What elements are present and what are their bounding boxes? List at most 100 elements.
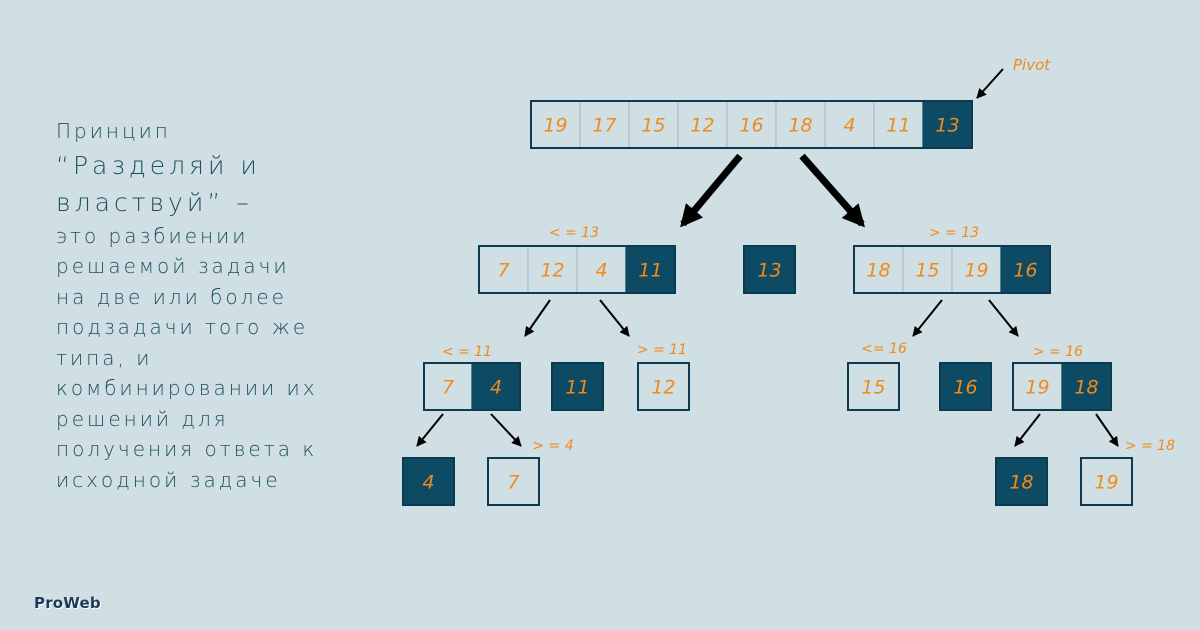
cell-value: 16: [953, 377, 977, 399]
split-arrow: [416, 413, 444, 447]
intro-line: на две или более: [56, 284, 287, 309]
array-ll-right: 7: [487, 457, 540, 506]
cell-value: 19: [964, 260, 988, 282]
intro-line: решаемой задачи: [56, 254, 290, 278]
cell-value: 12: [651, 377, 675, 399]
intro-line: решений для: [56, 406, 229, 431]
cell-value: 13: [757, 260, 781, 282]
cell-value: 11: [638, 260, 662, 282]
array-mid-13: 13: [743, 245, 796, 294]
array-border: [551, 362, 604, 411]
intro-line: подзадачи того же: [56, 315, 309, 339]
condition-label-le-16: <= 16: [861, 341, 907, 357]
array-border: [487, 457, 540, 506]
array-border: [637, 362, 690, 411]
array-border: [423, 362, 521, 411]
cell-value: 15: [861, 377, 885, 399]
cell-value: 7: [507, 472, 519, 494]
split-arrow: [988, 299, 1019, 337]
pivot-cell: [939, 362, 992, 411]
array-rr-right: 19: [1080, 457, 1133, 506]
pivot-cell: [402, 457, 455, 506]
array-l-mid-11: 11: [551, 362, 604, 411]
condition-label-ge-11: > = 11: [637, 342, 687, 358]
intro-line: получения ответа к: [56, 437, 318, 461]
array-r-left: 15: [847, 362, 900, 411]
intro-line: “Разделяй и: [56, 150, 261, 180]
split-arrow: [1095, 413, 1119, 447]
array-border: [1080, 457, 1133, 506]
array-border: [402, 457, 455, 506]
array-border: [530, 100, 973, 149]
cell-value: 4: [595, 260, 607, 282]
proweb-logo: ProWeb: [34, 594, 101, 612]
array-border: [1012, 362, 1112, 411]
cell-value: 16: [1013, 260, 1037, 282]
array-r-mid-16: 16: [939, 362, 992, 411]
cell-value: 4: [490, 377, 502, 399]
cell-value: 19: [543, 115, 567, 137]
array-cell: [576, 245, 627, 294]
cell-value: 13: [935, 115, 959, 137]
condition-label-ge-13: > = 13: [929, 225, 979, 241]
array-left: 7 12 4 11: [478, 245, 676, 294]
cell-value: 4: [422, 472, 434, 494]
array-border: [939, 362, 992, 411]
split-arrow: [912, 299, 943, 337]
intro-text: Принцип “Разделяй и властвуй” – это разбиен…: [56, 116, 376, 495]
array-border: [478, 245, 676, 294]
intro-line: исходной задаче: [56, 467, 281, 492]
array-cell: [726, 100, 777, 149]
split-arrow-big: [680, 153, 743, 228]
cell-value: 18: [866, 260, 890, 282]
split-arrow: [599, 299, 630, 337]
cell-value: 15: [641, 115, 665, 137]
split-arrow: [524, 299, 551, 337]
array-root: 19 17 15 12 16 18 4 11 13: [530, 100, 973, 149]
intro-line: типа, и: [56, 345, 153, 370]
cell-value: 11: [886, 115, 910, 137]
cell-value: 18: [1009, 472, 1033, 494]
cell-value: 12: [690, 115, 714, 137]
cell-value: 4: [843, 115, 855, 137]
array-right: 18 15 19 16: [853, 245, 1051, 294]
array-cell: [677, 100, 728, 149]
array-cell: [527, 245, 578, 294]
cell-value: 11: [565, 377, 589, 399]
cell-value: 15: [915, 260, 939, 282]
intro-line: Принцип: [56, 119, 171, 143]
array-border: [995, 457, 1048, 506]
cell-value: 12: [540, 260, 564, 282]
intro-line: властвуй” –: [56, 187, 253, 217]
cell-value: 17: [592, 115, 616, 137]
split-arrow: [490, 413, 522, 447]
array-cell: [824, 100, 875, 149]
cell-value: 18: [788, 115, 812, 137]
condition-label-le-13: < = 13: [549, 225, 599, 241]
array-border: [853, 245, 1051, 294]
condition-label-ge-4: > = 4: [532, 438, 573, 454]
condition-label-ge-16: > = 16: [1033, 344, 1083, 360]
split-arrow-big: [799, 153, 865, 228]
condition-label-ge-18: > = 18: [1125, 438, 1175, 454]
cell-value: 7: [442, 377, 454, 399]
pivot-label: Pivot: [1013, 56, 1051, 74]
pivot-cell: [995, 457, 1048, 506]
cell-value: 19: [1025, 377, 1049, 399]
cell-value: 7: [497, 260, 509, 282]
array-cell: [853, 245, 904, 294]
intro-line: комбинировании их: [56, 376, 318, 400]
array-cell: [873, 100, 924, 149]
array-l-right: 12: [637, 362, 690, 411]
cell-value: 16: [739, 115, 763, 137]
cell-value: 19: [1094, 472, 1118, 494]
pivot-cell: [922, 100, 973, 149]
pivot-arrow: [976, 68, 1004, 99]
condition-label-le-11: < = 11: [442, 344, 492, 360]
array-rr-left: 18: [995, 457, 1048, 506]
array-cell: [423, 362, 473, 411]
split-arrow: [1014, 413, 1041, 447]
intro-line: это разбиении: [56, 223, 249, 248]
